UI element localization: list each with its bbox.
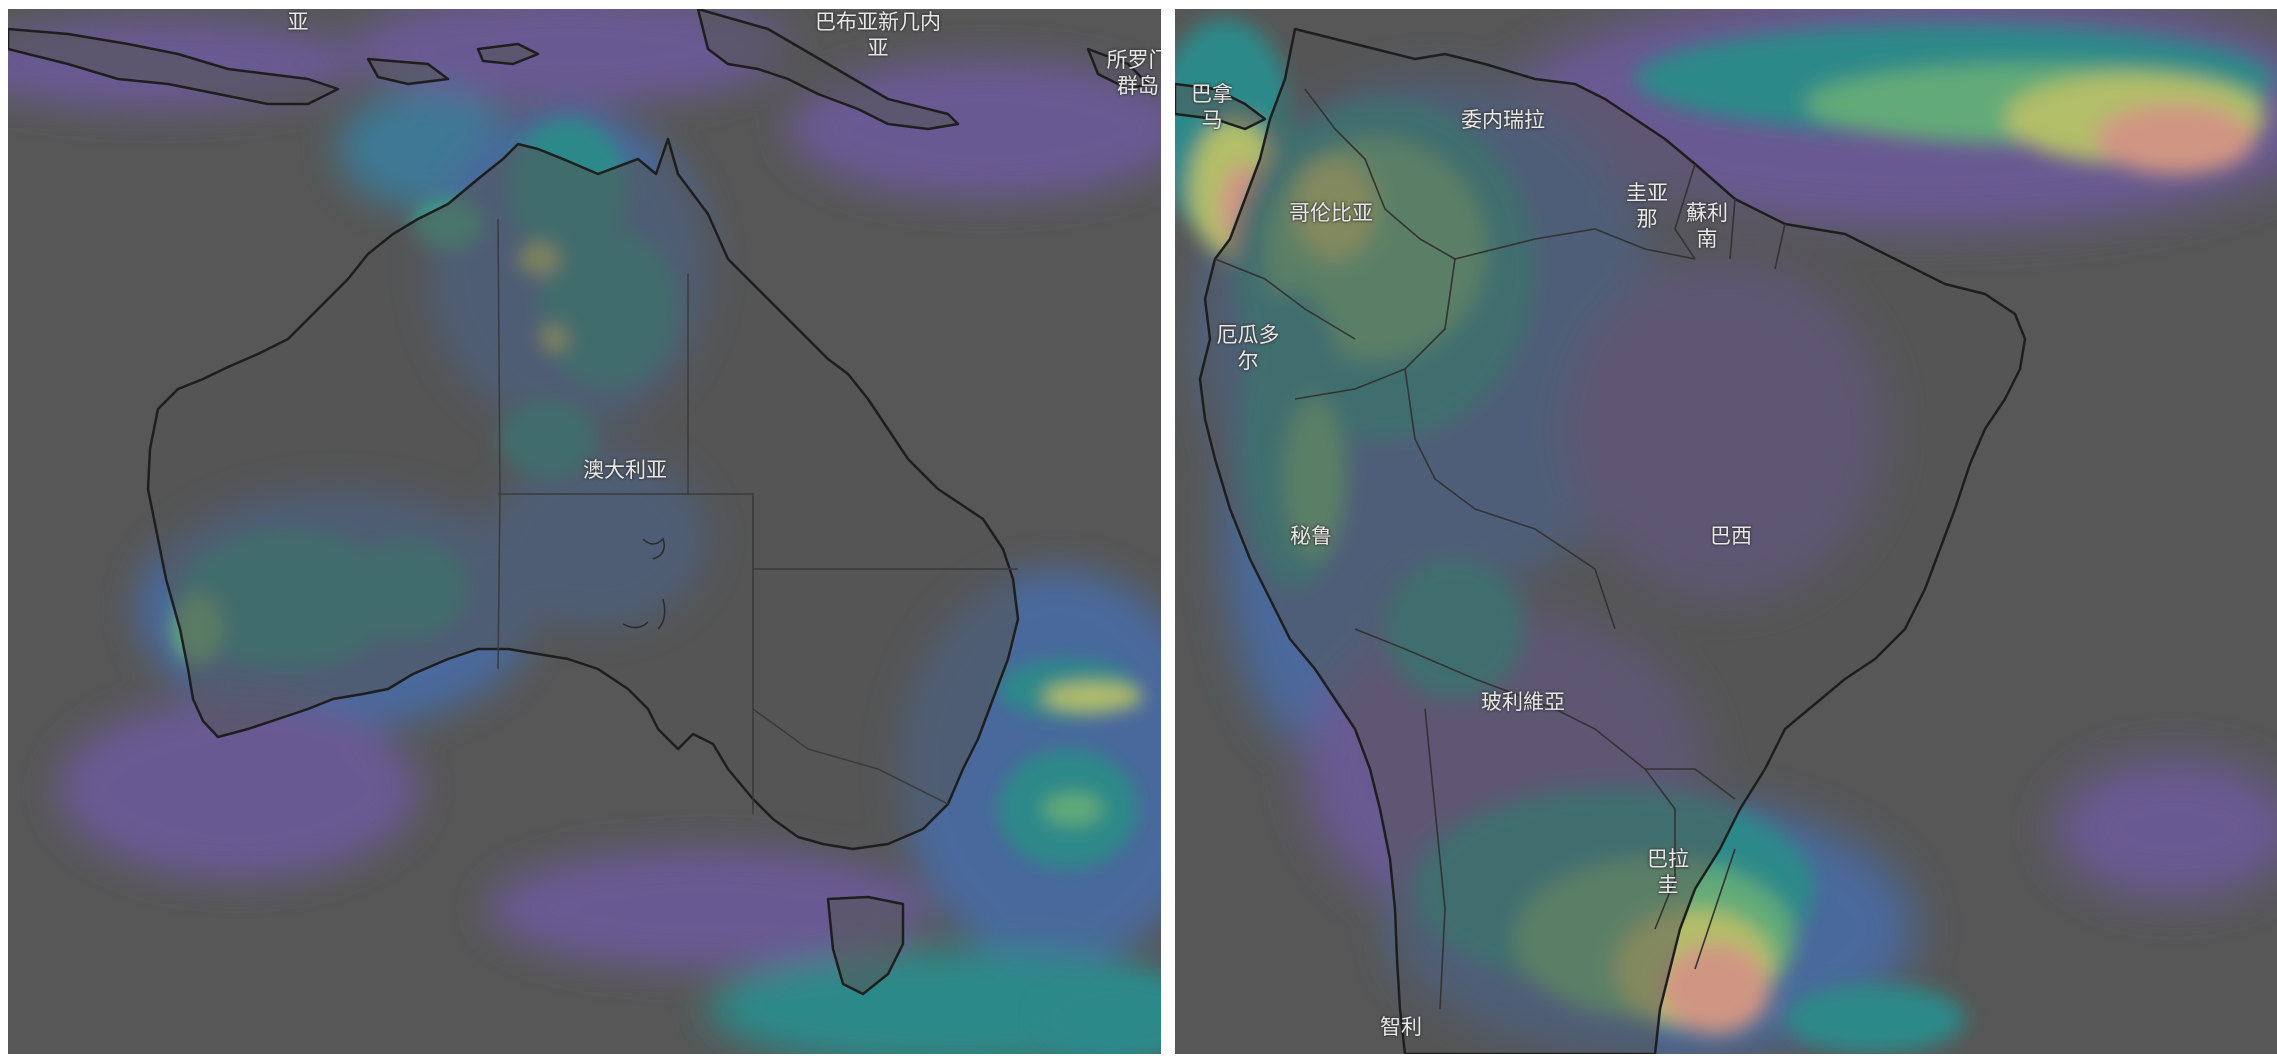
new-guinea — [696, 9, 960, 131]
south-america-map-canvas — [1175, 9, 2277, 1054]
label-bolivia: 玻利維亞 — [1481, 690, 1565, 714]
state-borders — [497, 218, 1018, 814]
label-papua-new-guinea: 巴布亚新几内亚 — [815, 10, 941, 60]
map-panel-south-america[interactable]: 巴拿马 委内瑞拉 圭亚那 蘇利南 哥伦比亚 厄瓜多尔 秘鲁 巴西 玻利維亞 巴拉… — [1175, 9, 2277, 1054]
landmasses — [1175, 27, 2027, 1054]
salt-lakes — [622, 537, 666, 630]
country-borders — [1214, 88, 1786, 1010]
label-brazil: 巴西 — [1710, 524, 1752, 548]
label-australia: 澳大利亚 — [583, 458, 667, 482]
indonesia-islands — [8, 27, 340, 106]
label-suriname: 蘇利南 — [1686, 201, 1728, 251]
map-panel-australia[interactable]: 亚 巴布亚新几内亚 所罗门群岛 澳大利亚 — [8, 9, 1161, 1054]
label-venezuela: 委内瑞拉 — [1461, 108, 1545, 132]
central-america — [1175, 82, 1267, 131]
tasmania — [826, 895, 905, 996]
label-paraguay: 巴拉圭 — [1647, 847, 1689, 897]
label-chile: 智利 — [1380, 1015, 1422, 1039]
australia-map-canvas — [8, 9, 1161, 1054]
label-panama: 巴拿马 — [1191, 82, 1233, 132]
label-solomon-islands: 所罗门群岛 — [1106, 48, 1162, 98]
label-colombia: 哥伦比亚 — [1289, 201, 1373, 225]
label-indonesia: 亚 — [287, 10, 309, 34]
label-guyana: 圭亚那 — [1626, 181, 1668, 231]
label-ecuador: 厄瓜多尔 — [1216, 323, 1280, 373]
south-america-mainland — [1198, 27, 2027, 1054]
label-peru: 秘鲁 — [1290, 524, 1332, 548]
